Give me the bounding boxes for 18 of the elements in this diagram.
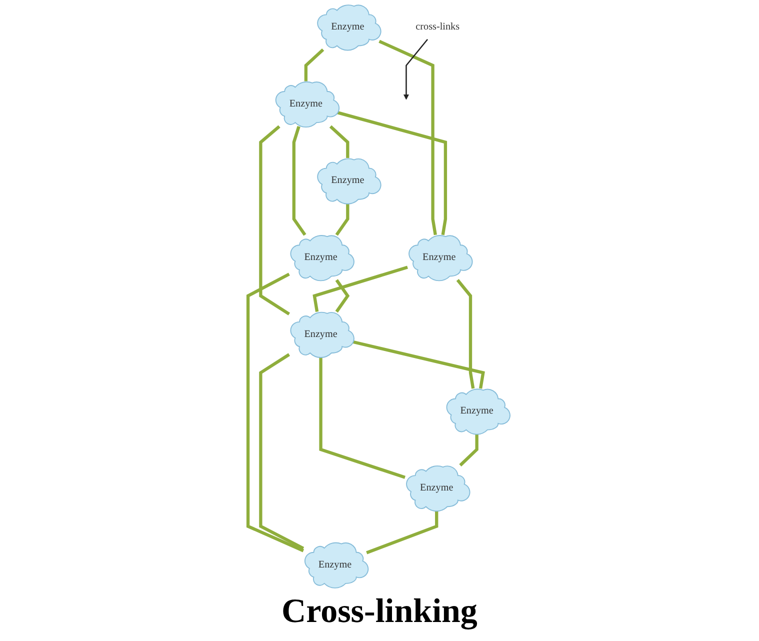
node-text: cross-links — [416, 21, 460, 32]
connector — [304, 48, 325, 82]
diagram-title: Cross-linking — [282, 593, 478, 631]
connector — [379, 40, 438, 236]
connector — [338, 111, 448, 236]
connector — [336, 203, 350, 236]
connector — [352, 340, 486, 389]
connector — [330, 125, 350, 158]
arrow — [404, 38, 428, 100]
connector — [460, 434, 479, 466]
connector — [313, 266, 408, 312]
connector — [456, 279, 476, 389]
connector — [292, 126, 307, 236]
connector — [366, 510, 439, 554]
connector — [320, 356, 406, 479]
connector — [246, 272, 304, 552]
connector — [260, 125, 290, 316]
connector — [260, 353, 305, 550]
